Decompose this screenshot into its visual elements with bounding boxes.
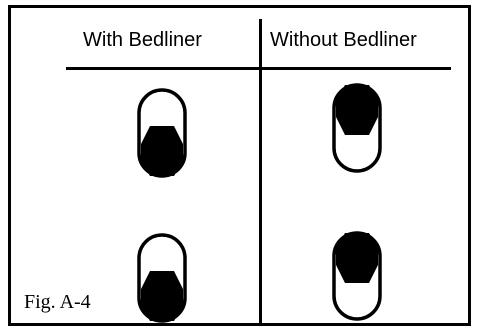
slot-without-bedliner-upper	[327, 81, 387, 175]
column-divider-line	[259, 19, 262, 326]
ball-bottom	[141, 271, 183, 321]
column-header-without-bedliner: Without Bedliner	[270, 29, 417, 51]
figure-frame	[8, 5, 471, 326]
figure-label: Fig. A-4	[24, 291, 91, 313]
ball-top	[336, 233, 378, 283]
slot-with-bedliner-upper	[132, 86, 192, 180]
slot-without-bedliner-lower	[327, 229, 387, 323]
column-header-with-bedliner: With Bedliner	[83, 29, 202, 51]
ball-bottom	[141, 126, 183, 176]
ball-top	[336, 85, 378, 135]
slot-with-bedliner-lower	[132, 231, 192, 325]
header-divider-line	[66, 67, 451, 70]
